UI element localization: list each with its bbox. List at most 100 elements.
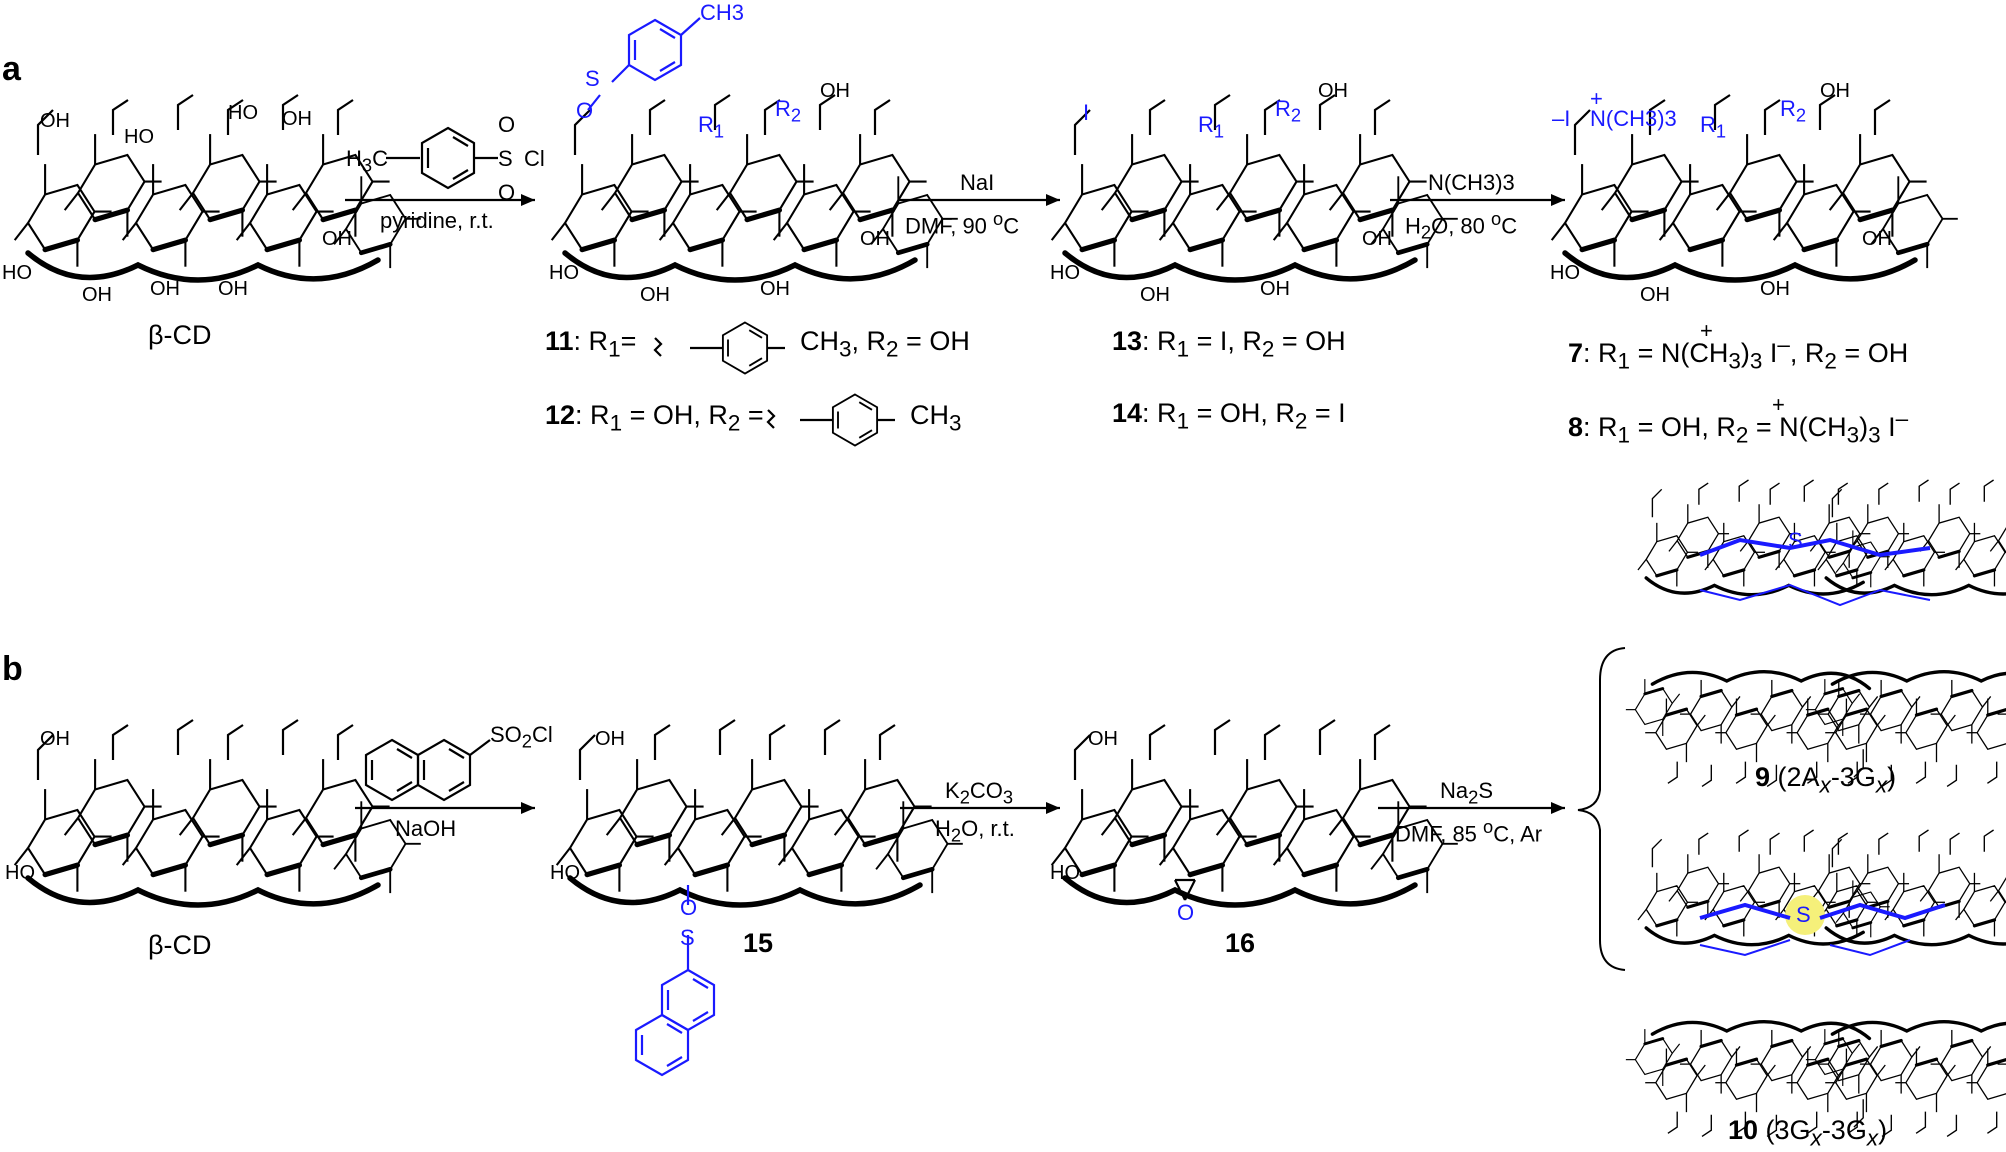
oh-label: OH [282,108,312,130]
tosyl-o-label: O [576,98,594,123]
tosyl-group [587,17,701,111]
reagent-h3c: H3C [346,146,388,176]
r1-label-7: R1 [1700,112,1727,142]
dimer-10-structure [1626,830,2006,1136]
step2-b-reagent: K2CO3 [945,778,1014,808]
cpd-10-label: 10 (3Gx-3Gx) [1728,1115,1888,1151]
cpd-11-definition-ch3: CH3, R2 = OH [800,326,970,362]
oh-label: HO [124,126,154,148]
sulfonate-s-label: S [680,925,695,950]
oh-label: HO [1550,262,1580,284]
r2-label-7: R2 [1780,96,1807,126]
r1-label-13: R1 [1198,112,1225,142]
dimer-10-sulfur: S [1796,902,1811,927]
oh-label: OH [820,80,850,102]
arrows-row-a [345,194,1565,206]
oh-label: OH [1820,80,1850,102]
ammonium-plus: + [1590,86,1603,111]
oh-label: OH [1140,284,1170,306]
cpd-11-definition: 11: R1= [545,326,637,362]
oh-label: OH [82,284,112,306]
iodo-label: I [1083,100,1090,125]
cpd-13-14-structure [1052,95,1458,280]
beta-cd-a-structure [15,95,421,280]
oh-label: OH [40,110,70,132]
step2-a-reagent: NaI [960,170,995,195]
step1-b-conditions: NaOH [395,816,457,841]
oh-label: HO [2,262,32,284]
oh-label: OH [860,228,890,250]
oh-label: OH [595,728,625,750]
beta-cd-label-a: β-CD [148,320,212,350]
oh-label: HO [549,262,579,284]
oh-label: OH [1862,228,1892,250]
beta-cd-b-structure [15,720,421,905]
oh-label: OH [218,278,248,300]
dimer-9-sulfur: S [1788,528,1803,553]
step2-a-conditions: DMF, 90 oC [905,208,1020,239]
cpd-13-definition: 13: R1 = I, R2 = OH [1112,326,1346,362]
cpd-9-label: 9 (2Ax-3Gx) [1755,762,1897,798]
step3-a-reagent: N(CH3)3 [1428,170,1515,195]
oh-label: OH [1362,228,1392,250]
step1-b-reagent: SO2Cl [490,722,553,752]
oh-label: OH [1760,278,1790,300]
oh-label: OH [1088,728,1118,750]
cpd-8-definition: 8: R1 = OH, R2 = N(CH3)3 I– [1568,406,1909,448]
epoxide-o-label: O [1177,900,1195,925]
reagent-o-bottom: O [498,180,516,205]
ammonium-label: N(CH3)3 [1590,106,1677,131]
cpd-8-plus: + [1772,392,1785,417]
naphthalene-sulfonate-group [634,885,716,1077]
cpd-11-12-structure [552,95,958,280]
tosyl-s-label: S [585,66,600,91]
oh-label: OH [322,228,352,250]
oh-label: HO [1050,862,1080,884]
r2-label-11: R2 [775,96,802,126]
oh-label: OH [40,728,70,750]
naphthalene-reagent [364,738,491,802]
reagent-cl: Cl [524,146,545,171]
oh-label: HO [1050,262,1080,284]
cpd-16-label: 16 [1225,928,1256,958]
dimer-9-structure [1626,480,2006,786]
r1-label-11: R1 [698,112,725,142]
panel-label-b: b [2,650,23,688]
cpd-12-definition-ch3: CH3 [910,400,962,436]
cpd12-tosyl-glyph [766,393,895,447]
cpd-12-definition: 12: R1 = OH, R2 = [545,400,764,436]
oh-label: OH [150,278,180,300]
iodide-label: –I [1552,106,1571,131]
sulfonate-o-label: O [680,895,698,920]
step1-a-conditions: pyridine, r.t. [380,208,494,233]
step2-b-conditions: H2O, r.t. [935,816,1015,846]
step3-b-conditions: DMF, 85 oC, Ar [1395,816,1543,847]
oh-label: OH [1640,284,1670,306]
oh-label: OH [1318,80,1348,102]
cpd-14-definition: 14: R1 = OH, R2 = I [1112,398,1346,434]
oh-label: OH [640,284,670,306]
cpd-7-plus: + [1700,318,1713,343]
oh-label: OH [1260,278,1290,300]
oh-label: OH [760,278,790,300]
cpd-7-definition: 7: R1 = N(CH3)3 I–, R2 = OH [1568,332,1909,374]
oh-label: HO [228,102,258,124]
epoxide-bonds [1174,878,1196,901]
oh-label: HO [550,862,580,884]
beta-cd-label-b: β-CD [148,930,212,960]
oh-label: HO [5,862,35,884]
cpd-15-label: 15 [743,928,774,958]
reagent-o-top: O [498,112,516,137]
sulfur-highlight [1785,895,1825,935]
tosyl-ch3-label: CH3 [700,0,745,25]
tosyl-chloride-reagent [386,126,498,190]
r2-label-13: R2 [1275,96,1302,126]
panel-label-a: a [2,50,21,88]
step3-b-reagent: Na2S [1440,778,1494,808]
step3-a-conditions: H2O, 80 oC [1405,208,1518,243]
cpd11-tosyl-glyph [653,321,785,375]
reagent-s: S [498,146,513,171]
arrows-row-b [355,802,1565,814]
product-brace [1577,647,1626,971]
